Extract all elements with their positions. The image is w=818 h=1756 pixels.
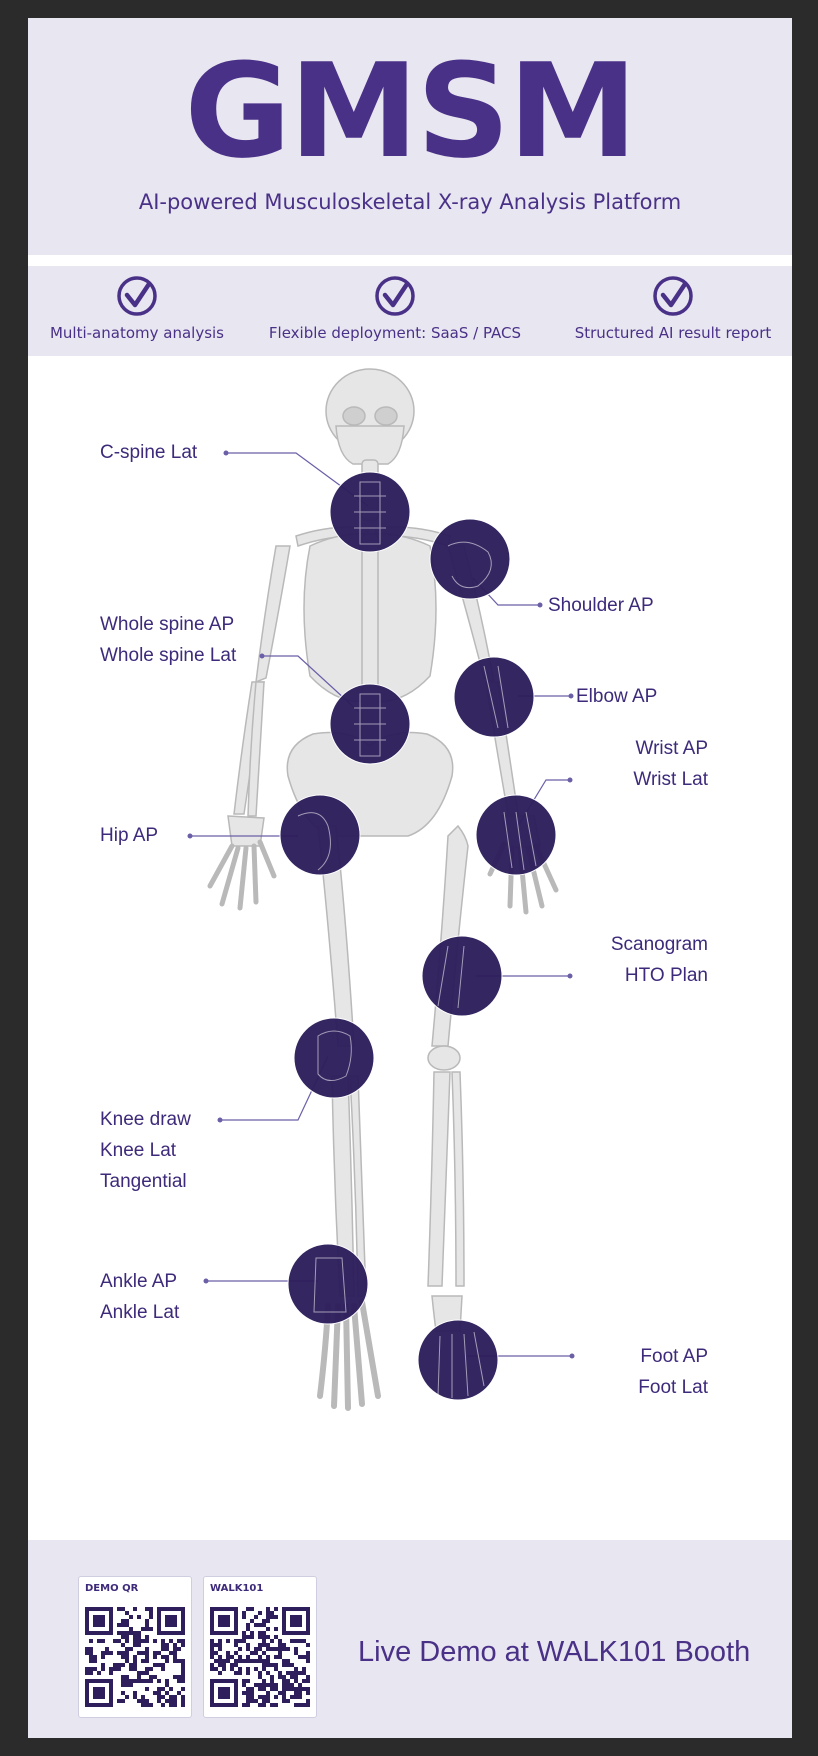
marker-scanogram: [421, 935, 503, 1017]
feature-label: Structured AI result report: [574, 324, 772, 342]
label-wrist: Wrist AP Wrist Lat: [556, 733, 708, 795]
label-line: Whole spine Lat: [100, 645, 237, 666]
marker-wrist: [475, 794, 557, 876]
label-line: Ankle AP: [100, 1271, 178, 1292]
marker-hip: [279, 794, 361, 876]
check-circle-icon: [117, 276, 157, 316]
connector-dots: [187, 450, 575, 1359]
footer: DEMO QR WALK101 Live Demo at WALK101 Boo…: [28, 1540, 792, 1738]
marker-knee: [293, 1017, 375, 1099]
label-cspine: C-spine Lat: [100, 437, 197, 468]
label-line: Whole spine AP: [100, 614, 235, 635]
skeleton-diagram: C-spine Lat Whole spine AP Whole spine L…: [28, 356, 792, 1556]
label-line: Foot AP: [640, 1346, 708, 1367]
label-line: Shoulder AP: [548, 595, 654, 616]
label-scanogram: Scanogram HTO Plan: [556, 929, 708, 991]
label-ankle: Ankle AP Ankle Lat: [100, 1266, 179, 1328]
qr-code-icon: [210, 1607, 310, 1707]
check-circle-icon: [375, 276, 415, 316]
qr-card-demo[interactable]: DEMO QR: [78, 1576, 192, 1718]
feature-deployment: Flexible deployment: SaaS / PACS: [260, 266, 530, 356]
marker-elbow: [453, 656, 535, 738]
label-line: Wrist AP: [635, 738, 709, 759]
qr-card-label: DEMO QR: [85, 1583, 139, 1594]
label-line: Hip AP: [100, 825, 159, 846]
qr-code-icon: [85, 1607, 185, 1707]
live-demo-text: Live Demo at WALK101 Booth: [358, 1636, 751, 1668]
qr-card-walk101[interactable]: WALK101: [203, 1576, 317, 1718]
poster: GMSM AI-powered Musculoskeletal X-ray An…: [28, 18, 792, 1738]
label-shoulder: Shoulder AP: [548, 590, 654, 621]
label-line: Knee Lat: [100, 1140, 177, 1161]
label-line: Foot Lat: [638, 1377, 708, 1398]
label-line: C-spine Lat: [100, 442, 198, 463]
label-line: Wrist Lat: [633, 769, 708, 790]
skeleton-illustration: [187, 368, 575, 1411]
label-elbow: Elbow AP: [576, 681, 657, 712]
label-line: Ankle Lat: [100, 1302, 180, 1323]
marker-shoulder: [429, 518, 511, 600]
label-knee: Knee draw Knee Lat Tangential: [100, 1104, 191, 1197]
marker-ankle: [287, 1243, 369, 1325]
label-line: Elbow AP: [576, 686, 658, 707]
label-foot: Foot AP Foot Lat: [556, 1341, 708, 1403]
feature-report: Structured AI result report: [562, 266, 784, 356]
label-line: Tangential: [100, 1171, 187, 1192]
feature-label: Multi-anatomy analysis: [49, 324, 225, 342]
label-spine: Whole spine AP Whole spine Lat: [100, 609, 236, 671]
logo: GMSM: [184, 35, 637, 187]
label-hip: Hip AP: [100, 820, 158, 851]
label-line: HTO Plan: [624, 965, 708, 986]
feature-multi-anatomy: Multi-anatomy analysis: [42, 266, 232, 356]
label-line: Scanogram: [610, 934, 708, 955]
label-line: Knee draw: [100, 1109, 191, 1130]
header: GMSM AI-powered Musculoskeletal X-ray An…: [28, 18, 792, 255]
marker-foot: [417, 1319, 499, 1401]
check-circle-icon: [653, 276, 693, 316]
qr-card-label: WALK101: [210, 1583, 264, 1594]
feature-bar: Multi-anatomy analysis Flexible deployme…: [28, 266, 792, 356]
marker-bone-outlines: [297, 481, 537, 1398]
tagline: AI-powered Musculoskeletal X-ray Analysi…: [138, 190, 682, 214]
feature-label: Flexible deployment: SaaS / PACS: [268, 324, 522, 342]
